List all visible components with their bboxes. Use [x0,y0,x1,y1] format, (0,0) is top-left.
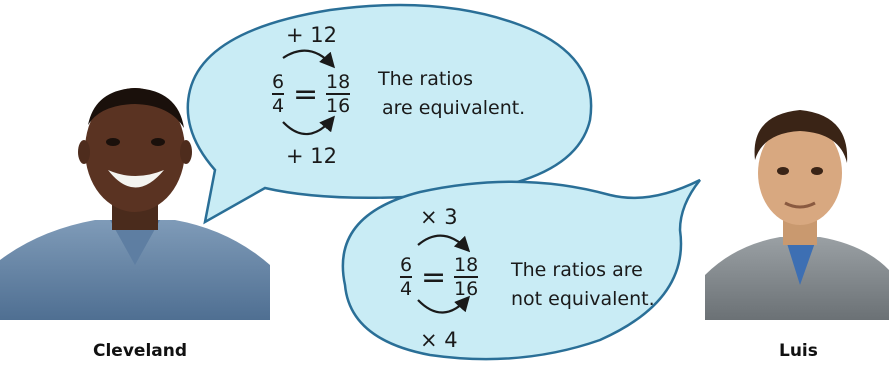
fraction-numerator: 6 [400,254,413,276]
luis-bottom-arrow-icon [417,295,471,314]
luis-top-arrow-icon [417,234,471,253]
fraction-bar [326,93,351,95]
luis-statement-line-2: not equivalent. [511,288,655,310]
cleveland-top-operation: + 12 [286,23,337,47]
fraction-denominator: 16 [326,95,351,117]
fraction-bar [400,276,413,278]
cleveland-statement-line-1: The ratios [378,68,474,90]
fraction-numerator: 18 [454,254,479,276]
cleveland-bottom-arrow-icon [282,115,335,136]
fraction-denominator: 4 [272,95,285,117]
cleveland-statement-line-2: are equivalent. [382,97,526,119]
fraction-numerator: 18 [326,71,351,93]
luis-equals-sign: = [421,260,447,295]
luis-photo [705,95,889,320]
luis-right-fraction: 18 16 [454,254,479,300]
cleveland-photo [0,70,270,320]
cleveland-left-fraction: 6 4 [272,71,285,117]
luis-left-fraction: 6 4 [400,254,413,300]
fraction-bar [272,93,285,95]
fraction-denominator: 4 [400,278,413,300]
fraction-numerator: 6 [272,71,285,93]
luis-speech-bubble [341,178,701,361]
fraction-denominator: 16 [454,278,479,300]
luis-name-label: Luis [779,341,818,361]
luis-top-operation: × 3 [420,205,458,229]
cleveland-top-arrow-icon [282,49,336,69]
cleveland-name-label: Cleveland [93,341,188,361]
fraction-bar [454,276,479,278]
luis-bottom-operation: × 4 [420,328,458,352]
cleveland-equals-sign: = [293,77,319,112]
cleveland-right-fraction: 18 16 [326,71,351,117]
cleveland-bottom-operation: + 12 [286,144,337,168]
luis-statement-line-1: The ratios are [511,259,643,281]
